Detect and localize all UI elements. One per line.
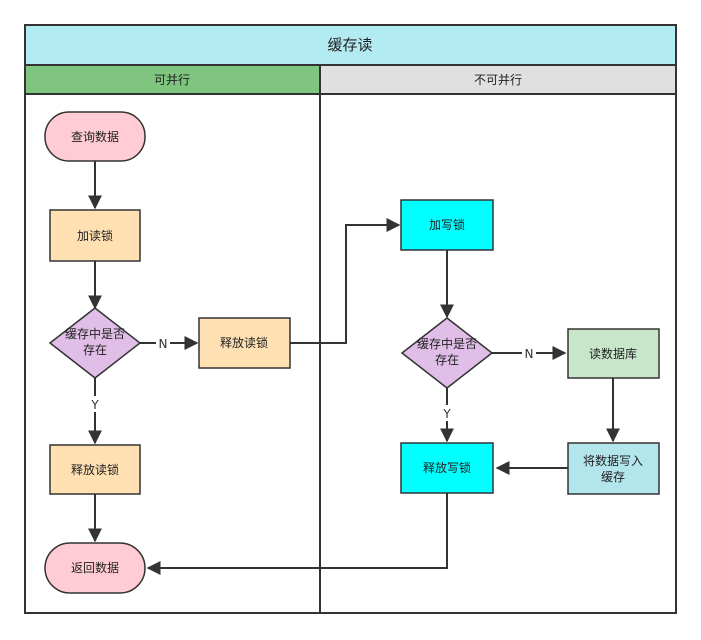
- node-cache-check-left-line1: 缓存中是否: [65, 326, 125, 341]
- edge-label-right-no: N: [525, 347, 534, 361]
- node-add-read-lock-label: 加读锁: [77, 228, 113, 243]
- node-release-read-lock-bottom-label: 释放读锁: [71, 462, 119, 477]
- edge-label-right-yes: Y: [442, 407, 451, 421]
- node-release-write-lock: [400, 442, 494, 494]
- node-release-read-lock-mid: [198, 317, 291, 369]
- diagram-title: 缓存读: [327, 36, 372, 54]
- node-return-data-label: 返回数据: [71, 560, 119, 575]
- edge-label-left-no: N: [159, 337, 168, 351]
- edge-release-write-to-return: [146, 493, 448, 575]
- node-write-to-cache-line1: 将数据写入: [583, 453, 643, 468]
- edge-label-left-yes: Y: [90, 398, 99, 412]
- title-bar: [24, 24, 677, 66]
- node-cache-check-right: [400, 317, 494, 389]
- node-cache-check-right-line1: 缓存中是否: [417, 336, 477, 351]
- lane-header-right-label: 不可并行: [474, 73, 522, 87]
- node-cache-check-left-line2: 存在: [83, 343, 107, 357]
- node-add-write-lock: [400, 199, 494, 251]
- node-release-read-lock-mid-label: 释放读锁: [220, 335, 268, 350]
- lane-header-left-label: 可并行: [154, 73, 190, 87]
- node-add-read-lock: [49, 209, 141, 262]
- node-write-to-cache-line2: 缓存: [601, 470, 625, 484]
- edge-release-to-writelock: [290, 218, 401, 344]
- node-cache-check-right-line2: 存在: [435, 353, 459, 367]
- node-release-write-lock-label: 释放写锁: [423, 460, 471, 475]
- node-query-data: [44, 111, 146, 162]
- node-add-write-lock-label: 加写锁: [429, 217, 465, 232]
- node-read-database-label: 读数据库: [589, 346, 637, 361]
- node-query-data-label: 查询数据: [71, 129, 119, 144]
- node-write-to-cache: [567, 442, 660, 495]
- node-return-data: [44, 542, 146, 594]
- node-cache-check-left: [48, 307, 142, 379]
- node-read-database: [567, 328, 660, 379]
- node-release-read-lock-bottom: [49, 444, 141, 495]
